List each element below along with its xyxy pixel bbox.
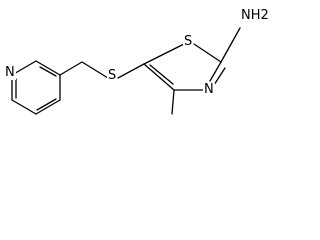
bond-c2-n3-inner xyxy=(213,67,226,86)
bond-s-c5 xyxy=(117,63,145,79)
atom-label-thiazole-s: S xyxy=(183,34,194,49)
bond-pyr-c4-c5-inner xyxy=(36,98,57,111)
atom-label-thiazole-n: N xyxy=(203,82,215,97)
bond-ring-ch2 xyxy=(59,61,83,76)
bond-c4-c5-inner xyxy=(149,64,174,85)
bond-s1-c2 xyxy=(193,43,222,63)
bond-c4-methyl xyxy=(171,89,175,115)
structure-canvas: N S S N NH2 xyxy=(0,0,300,124)
bond-c5-s1 xyxy=(143,43,185,65)
atom-label-pyridine-n: N xyxy=(4,65,16,80)
bond-pyr-n-c2 xyxy=(11,60,37,76)
atom-label-thioether-s: S xyxy=(107,68,118,83)
bond-c2-n3 xyxy=(209,61,222,82)
bond-ch2-s xyxy=(81,61,109,79)
bond-c2-nh2 xyxy=(220,27,241,63)
structure-bonds xyxy=(11,27,241,115)
bond-pyr-c2-c3 xyxy=(35,60,61,76)
atom-label-amine: NH2 xyxy=(240,8,270,23)
bond-c4-c5 xyxy=(143,63,175,91)
bond-pyr-c3-c3-inner xyxy=(39,66,57,77)
bond-pyr-c4-c5 xyxy=(35,99,61,115)
bond-pyr-c5-c6 xyxy=(11,99,37,115)
